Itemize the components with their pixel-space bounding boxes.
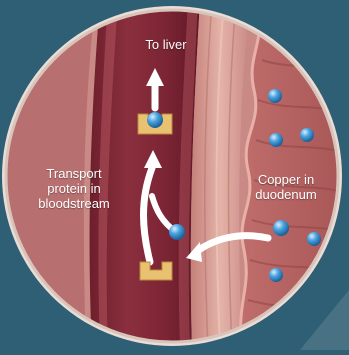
blue-sphere-icon <box>269 133 283 147</box>
transport-protein-line-3: bloodstream <box>24 196 124 211</box>
to-liver-text: To liver <box>126 37 206 52</box>
blue-sphere-icon <box>268 89 282 103</box>
copper-line-2: duodenum <box>246 187 326 202</box>
copper-label: Copper in duodenum <box>246 172 326 202</box>
blue-sphere-icon <box>169 224 185 240</box>
blue-sphere-icon <box>147 112 163 128</box>
blue-sphere-icon <box>273 220 289 236</box>
transport-protein-label: Transport protein in bloodstream <box>24 166 124 211</box>
blue-sphere-icon <box>300 128 314 142</box>
copper-line-1: Copper in <box>246 172 326 187</box>
blue-sphere-icon <box>307 232 321 246</box>
transport-protein-line-1: Transport <box>24 166 124 181</box>
blue-sphere-icon <box>269 268 283 282</box>
transport-protein-line-2: protein in <box>24 181 124 196</box>
to-liver-label: To liver <box>126 37 206 52</box>
